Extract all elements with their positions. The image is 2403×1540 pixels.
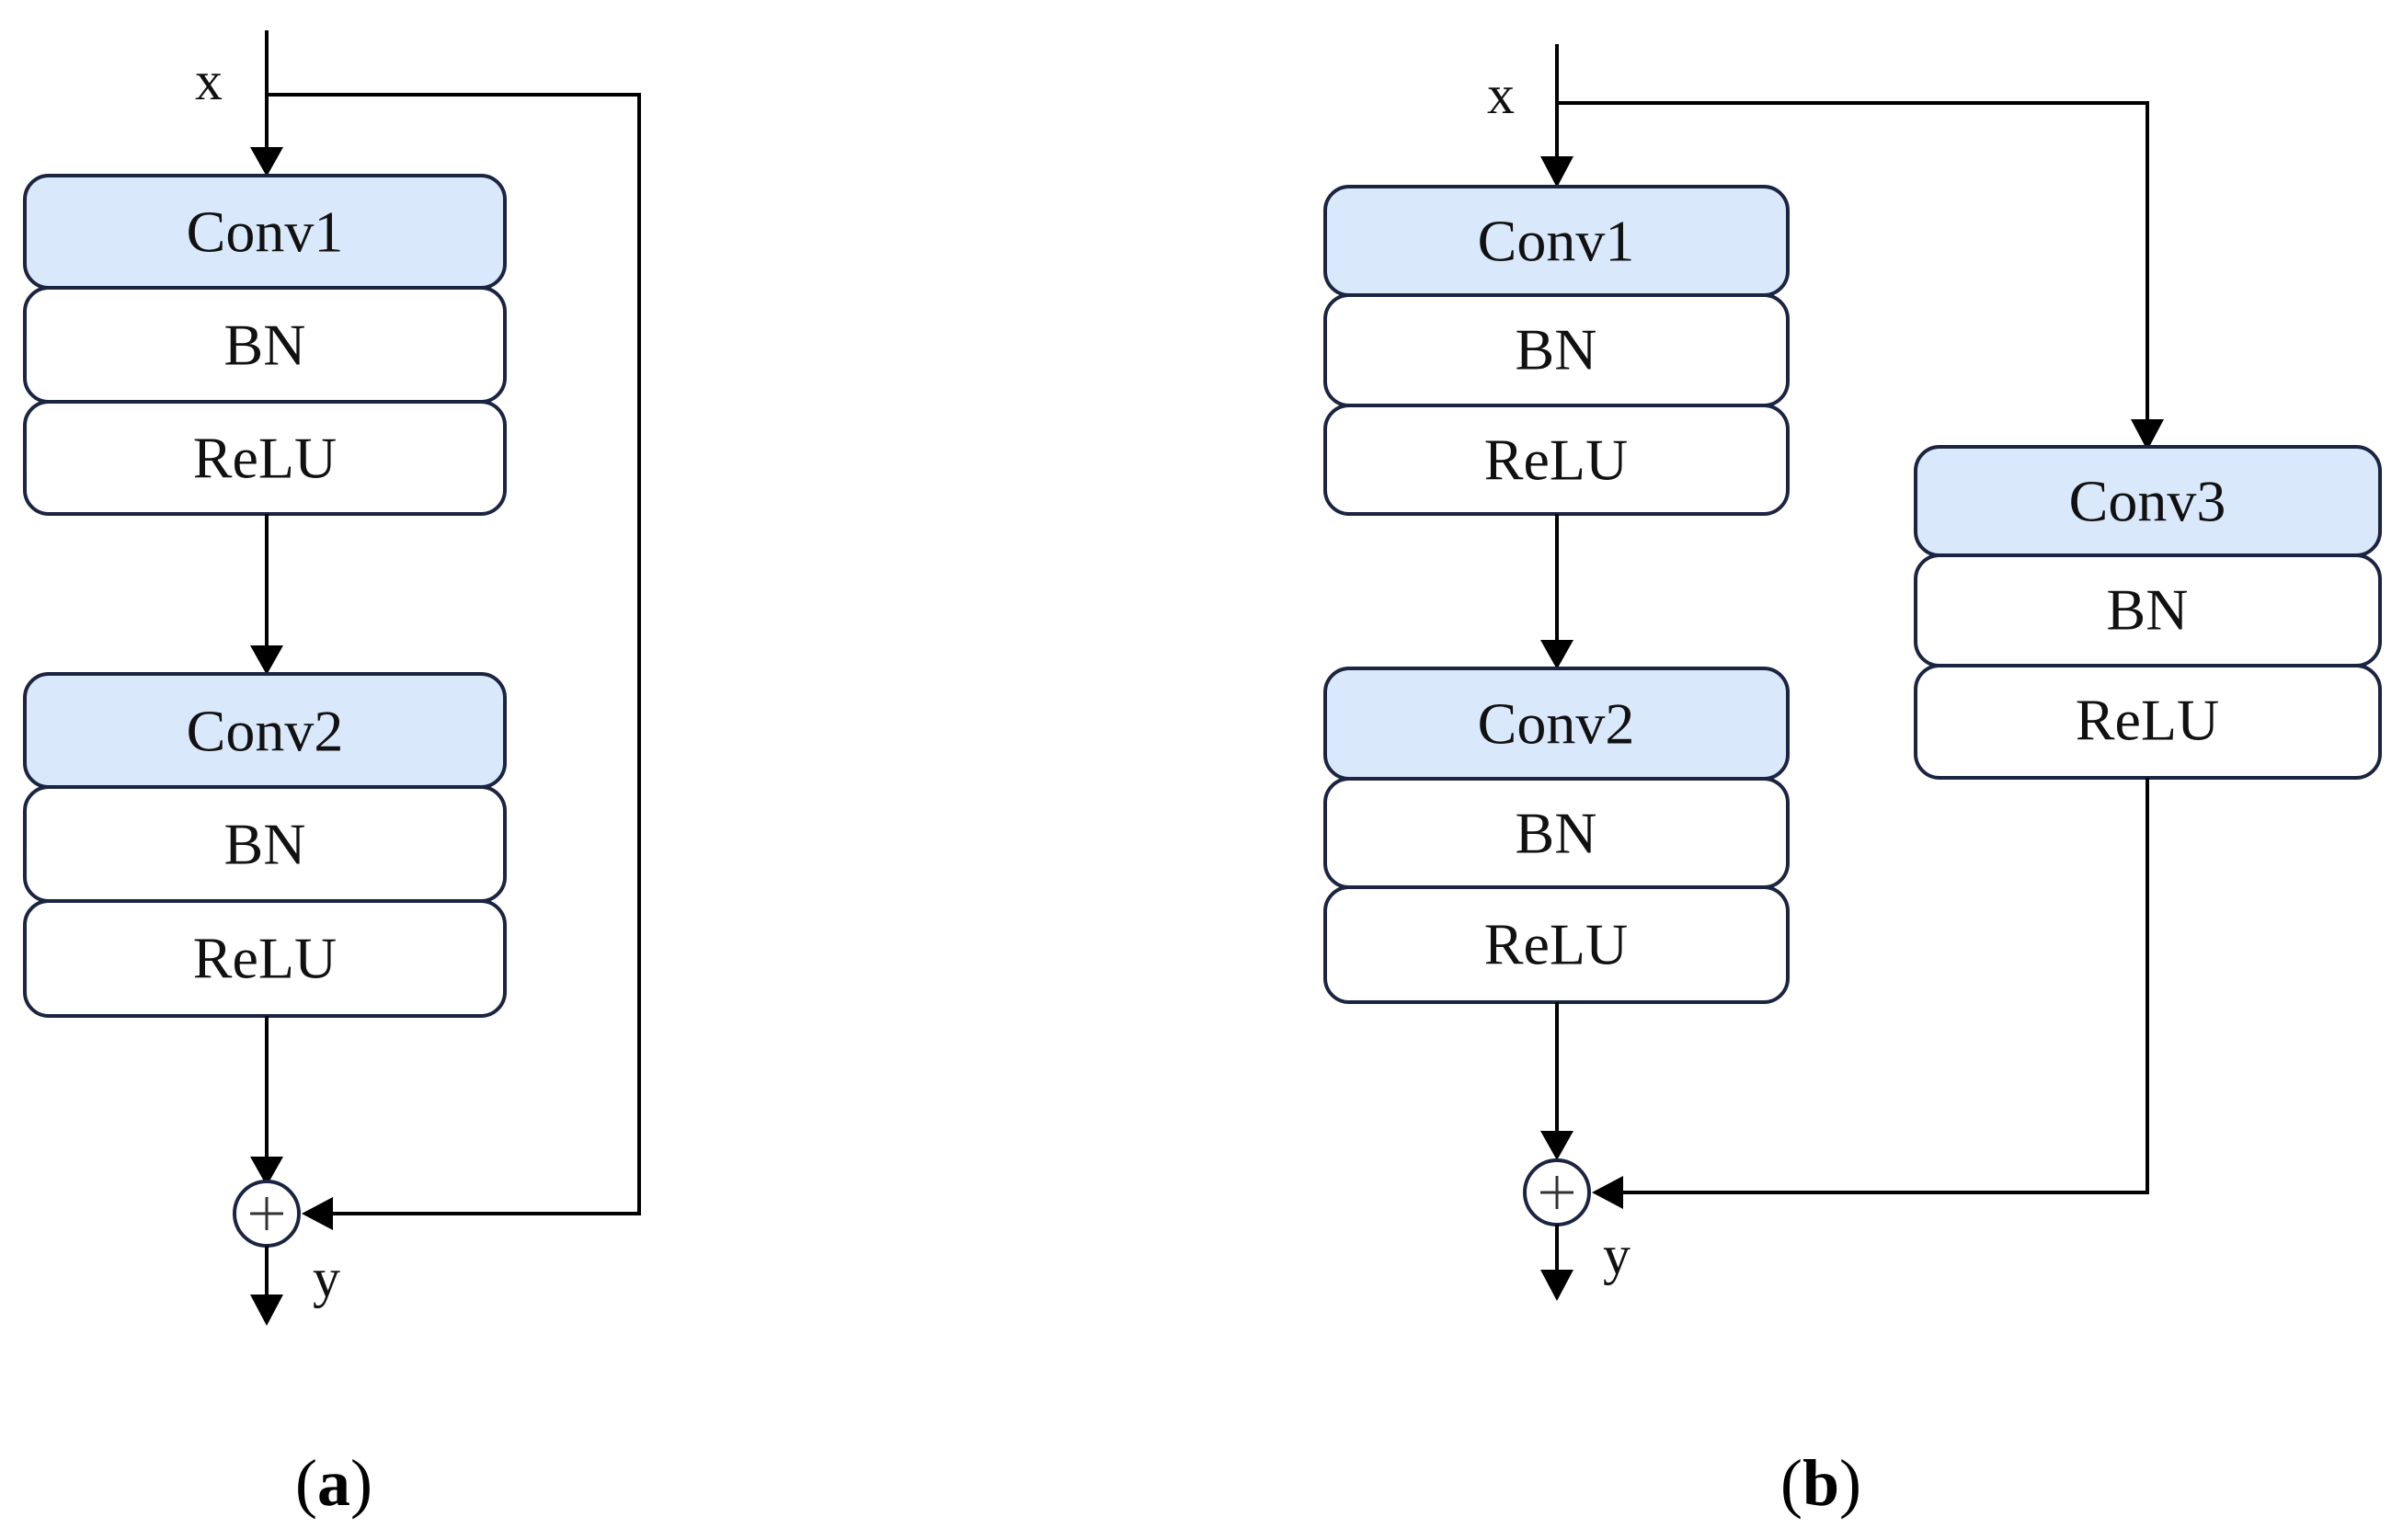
input-label-b: x	[1487, 64, 1515, 125]
bn2-label-b: BN	[1516, 801, 1597, 866]
block1-a: Conv1 BN ReLU	[23, 174, 507, 516]
bn3-label-b: BN	[2107, 577, 2189, 643]
arrow-into-sum-top-b	[1540, 1131, 1573, 1160]
bn1-label-a: BN	[224, 313, 306, 378]
relu3-label-b: ReLU	[2076, 688, 2219, 753]
conv3-label-b: Conv3	[2069, 469, 2226, 534]
sum-node-a	[233, 1180, 301, 1248]
bn2-label-a: BN	[224, 812, 306, 877]
input-label-a: x	[195, 51, 223, 111]
arrow-into-conv2-b	[1540, 640, 1573, 669]
conv1-label-a: Conv1	[187, 200, 344, 265]
bn1-label-b: BN	[1516, 317, 1597, 382]
relu1-label-b: ReLU	[1484, 428, 1628, 493]
projection-shortcut-out-b	[1619, 778, 2149, 1194]
caption-b: (b)	[1780, 1446, 1861, 1520]
arrow-into-conv2-a	[250, 645, 283, 675]
identity-shortcut-a	[267, 93, 641, 1215]
block2-b: Conv2 BN ReLU	[1323, 667, 1790, 1004]
conv1-label-b: Conv1	[1478, 209, 1635, 274]
conv2-label-b: Conv2	[1478, 691, 1635, 757]
panel-a: x Conv1 BN ReLU Conv2 BN ReLU	[23, 30, 641, 1520]
relu2-label-a: ReLU	[193, 926, 337, 991]
relu2-label-b: ReLU	[1484, 912, 1628, 977]
arrow-into-sum-top-a	[250, 1157, 283, 1186]
output-arrow-b	[1540, 1270, 1573, 1301]
relu1-label-a: ReLU	[193, 426, 337, 491]
arrow-into-sum-a	[302, 1197, 333, 1230]
arrow-into-conv3-b	[2131, 419, 2164, 451]
conv2-label-a: Conv2	[187, 699, 344, 764]
block2-a: Conv2 BN ReLU	[23, 672, 507, 1018]
arrow-into-conv1-a	[250, 147, 283, 177]
block1-b: Conv1 BN ReLU	[1323, 185, 1790, 516]
sum-node-b	[1523, 1158, 1591, 1226]
arrow-into-conv1-b	[1540, 156, 1573, 188]
projection-shortcut-in-b	[1557, 101, 2149, 421]
shortcut-block-b: Conv3 BN ReLU	[1914, 445, 2382, 780]
output-arrow-a	[250, 1295, 283, 1326]
caption-a: (a)	[295, 1446, 372, 1520]
output-label-b: y	[1603, 1225, 1631, 1285]
arrow-into-sum-b	[1592, 1176, 1623, 1209]
output-label-a: y	[313, 1248, 340, 1308]
panel-b: x Conv1 BN ReLU Conv2 BN ReLU	[1323, 44, 2382, 1520]
